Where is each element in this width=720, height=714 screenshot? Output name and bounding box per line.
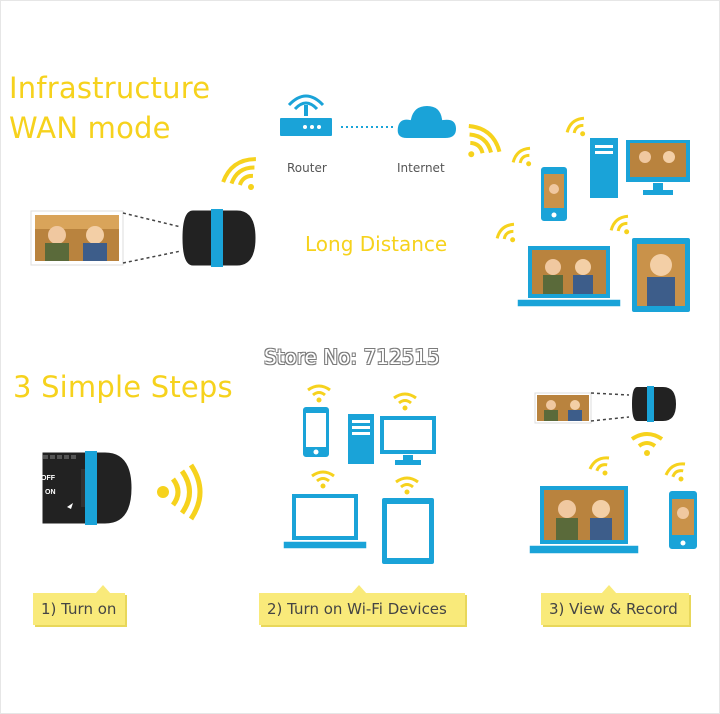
- internet-label: Internet: [397, 161, 445, 175]
- wifi-icon: [311, 470, 335, 489]
- camera-icon: [39, 449, 135, 527]
- long-distance-label: Long Distance: [305, 232, 448, 256]
- photo-camera-connector: [122, 212, 182, 264]
- phone-icon: [667, 489, 699, 551]
- wifi-icon: [511, 146, 532, 167]
- laptop-icon: [516, 244, 622, 308]
- router-internet-connector: [341, 126, 393, 128]
- wifi-icon: [221, 157, 256, 190]
- desktop-icon: [346, 412, 438, 466]
- step-1-pointer: [95, 585, 111, 594]
- wifi-icon: [609, 214, 630, 235]
- router-label: Router: [287, 161, 327, 175]
- camera-icon: [179, 207, 259, 269]
- phone-icon: [301, 405, 331, 459]
- title-infrastructure: Infrastructure: [9, 71, 211, 105]
- step-1-label: 1) Turn on: [33, 593, 125, 625]
- step-2-pointer: [351, 585, 367, 594]
- photo-camera-connector: [590, 392, 630, 422]
- laptop-icon: [528, 484, 640, 555]
- phone-icon: [539, 165, 569, 223]
- step-3-pointer: [601, 585, 617, 594]
- switch-off-label: OFF: [41, 475, 55, 482]
- camera-icon: [629, 385, 679, 423]
- wifi-icon: [565, 116, 586, 137]
- wifi-icon: [588, 456, 610, 476]
- step-3-label: 3) View & Record: [541, 593, 689, 625]
- wifi-icon: [468, 124, 502, 158]
- photo-icon: [534, 392, 592, 424]
- title-3-simple-steps: 3 Simple Steps: [13, 370, 233, 404]
- wifi-icon: [495, 222, 516, 243]
- store-watermark: Store No: 712515: [264, 345, 440, 369]
- tablet-icon: [380, 496, 436, 566]
- photo-icon: [30, 210, 124, 266]
- laptop-icon: [282, 492, 368, 550]
- switch-on-label: ON: [45, 489, 56, 496]
- wifi-icon: [664, 462, 686, 482]
- router-icon: [278, 94, 334, 138]
- desktop-icon: [588, 136, 692, 200]
- title-wan-mode: WAN mode: [9, 111, 171, 145]
- wifi-icon: [393, 392, 417, 411]
- wifi-icon: [157, 463, 203, 521]
- wifi-icon: [630, 432, 664, 456]
- camera-large: OFF ON: [37, 447, 137, 529]
- wifi-icon: [307, 384, 331, 403]
- tablet-icon: [630, 236, 692, 314]
- cloud-icon: [395, 103, 459, 140]
- step-2-label: 2) Turn on Wi-Fi Devices: [259, 593, 465, 625]
- wifi-icon: [395, 476, 419, 495]
